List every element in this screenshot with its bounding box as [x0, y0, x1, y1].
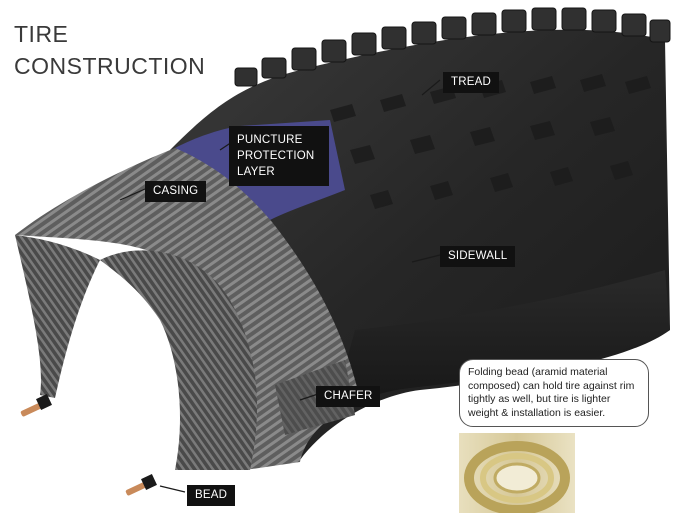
casing-inner [100, 250, 258, 470]
folding-bead-callout: Folding bead (aramid material composed) … [459, 359, 649, 427]
title-line-2: CONSTRUCTION [14, 53, 206, 79]
bead-wires [20, 394, 157, 496]
label-chafer: CHAFER [316, 386, 381, 407]
sidewall-band [330, 270, 670, 420]
label-casing: CASING [145, 181, 207, 202]
label-tread: TREAD [443, 72, 499, 93]
label-puncture-protection-layer: PUNCTURE PROTECTION LAYER [229, 126, 329, 186]
diagram-title: TIRE CONSTRUCTION [14, 18, 205, 82]
tread-lugs [330, 74, 651, 209]
casing-left-wall [15, 235, 100, 398]
aramid-bead-photo [459, 433, 575, 513]
label-bead: BEAD [187, 485, 236, 506]
tread-knobs [234, 7, 671, 87]
leader-lines [119, 79, 441, 493]
label-sidewall: SIDEWALL [440, 246, 516, 267]
title-line-1: TIRE [14, 21, 69, 47]
casing-outer [15, 148, 360, 470]
